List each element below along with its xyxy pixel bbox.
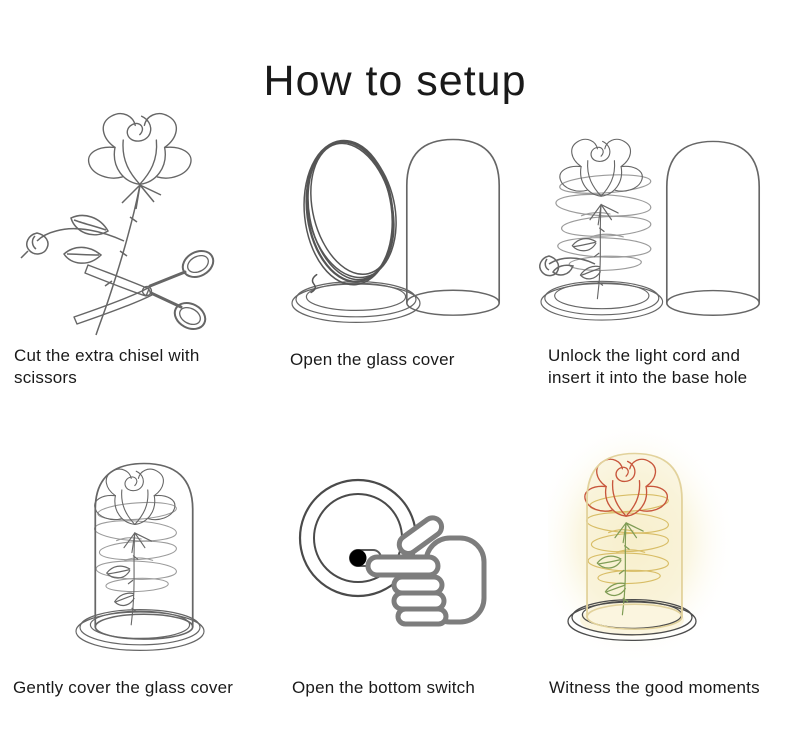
rose-bud-icon [539, 255, 596, 277]
step-3-caption: Unlock the light cord and insert it into… [548, 346, 748, 387]
illustration-glowing-rose [548, 424, 736, 664]
illustration-rose-cord-base-and-dome [539, 138, 761, 321]
step-2-caption: Open the glass cover [290, 350, 455, 369]
wire-coil-icon [293, 132, 410, 294]
rose-icon [20, 112, 192, 336]
rose-icon [94, 468, 176, 526]
light-cord-icon [93, 499, 178, 594]
step-4-caption: Gently cover the glass cover [13, 678, 234, 697]
illustration-rose-and-scissors [20, 112, 215, 336]
illustration-bottom-switch [298, 478, 487, 627]
wood-base-icon [291, 281, 421, 323]
page-title: How to setup [263, 56, 527, 105]
pointing-hand-icon [365, 515, 487, 627]
glass-dome-icon [405, 138, 501, 317]
step-1-caption: Cut the extra chisel with scissors [14, 346, 200, 387]
illustration-rose-inside-dome [75, 462, 205, 652]
light-cord-icon [554, 171, 653, 273]
illustration-coil-base-and-dome [291, 132, 501, 323]
step-6-caption: Witness the good moments [549, 678, 760, 697]
scissors-icon [73, 250, 215, 330]
glass-dome-icon [665, 140, 761, 317]
rose-icon [559, 138, 643, 197]
wood-base-icon [540, 280, 664, 321]
step-5-caption: Open the bottom switch [292, 678, 475, 697]
